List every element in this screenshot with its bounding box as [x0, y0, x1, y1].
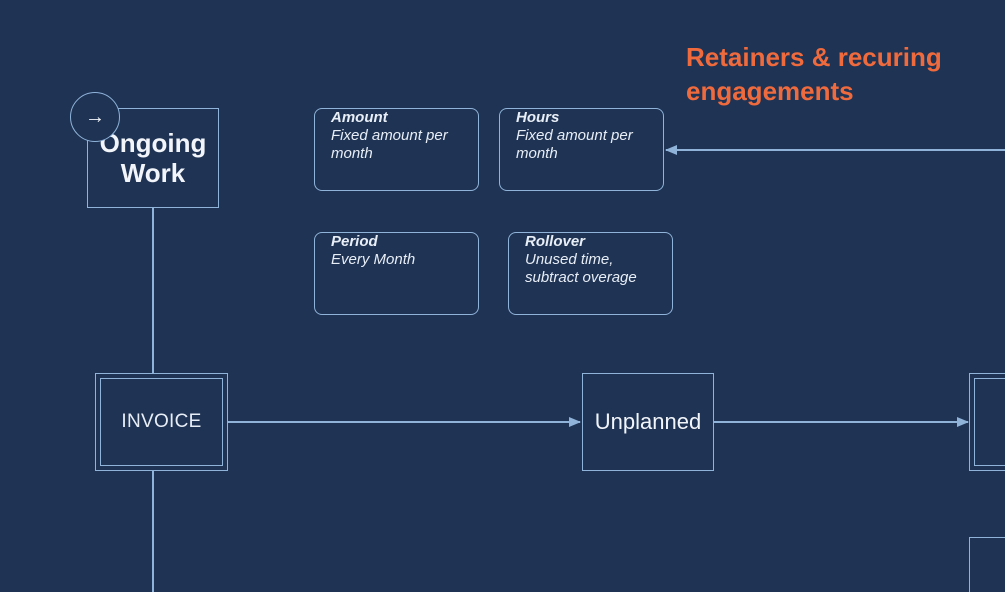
arrow-right-icon[interactable]: →: [70, 92, 120, 142]
invoice-node-inner: INVOICE: [100, 378, 223, 466]
card-period[interactable]: Period Every Month: [314, 232, 479, 315]
card-rollover[interactable]: Rollover Unused time, subtract overage: [508, 232, 673, 315]
heading-line-2: engagements: [686, 76, 854, 106]
ongoing-work-title-line-1: Ongoing: [99, 128, 207, 158]
card-period-label: Period: [331, 233, 378, 250]
card-hours-value-line-1: Fixed amount per: [516, 127, 633, 144]
card-amount[interactable]: Amount Fixed amount per month: [314, 108, 479, 191]
next-node-partial-inner: [974, 378, 1005, 466]
ongoing-work-title: Ongoing Work: [100, 128, 207, 188]
card-hours-label: Hours: [516, 109, 560, 126]
next-node-partial[interactable]: [969, 373, 1005, 471]
heading-line-1: Retainers & recuring: [686, 42, 942, 72]
invoice-label: INVOICE: [121, 411, 202, 432]
invoice-node[interactable]: INVOICE: [95, 373, 228, 471]
card-period-value-line-1: Every Month: [331, 251, 416, 268]
ongoing-work-node[interactable]: Ongoing Work: [87, 108, 219, 208]
unplanned-label: Unplanned: [594, 409, 702, 434]
card-amount-value-line-2: month: [331, 145, 373, 162]
card-rollover-label: Rollover: [525, 233, 586, 250]
card-amount-label: Amount: [331, 109, 388, 126]
card-rollover-value-line-1: Unused time,: [525, 251, 614, 268]
lower-node-partial[interactable]: [969, 537, 1005, 592]
section-heading: Retainers & recuring engagements: [686, 40, 986, 108]
ongoing-work-title-line-2: Work: [120, 158, 186, 188]
card-rollover-value-line-2: subtract overage: [525, 269, 637, 286]
card-hours[interactable]: Hours Fixed amount per month: [499, 108, 664, 191]
card-amount-value-line-1: Fixed amount per: [331, 127, 448, 144]
unplanned-node[interactable]: Unplanned: [582, 373, 714, 471]
card-hours-value-line-2: month: [516, 145, 558, 162]
arrow-right-glyph: →: [85, 105, 105, 128]
